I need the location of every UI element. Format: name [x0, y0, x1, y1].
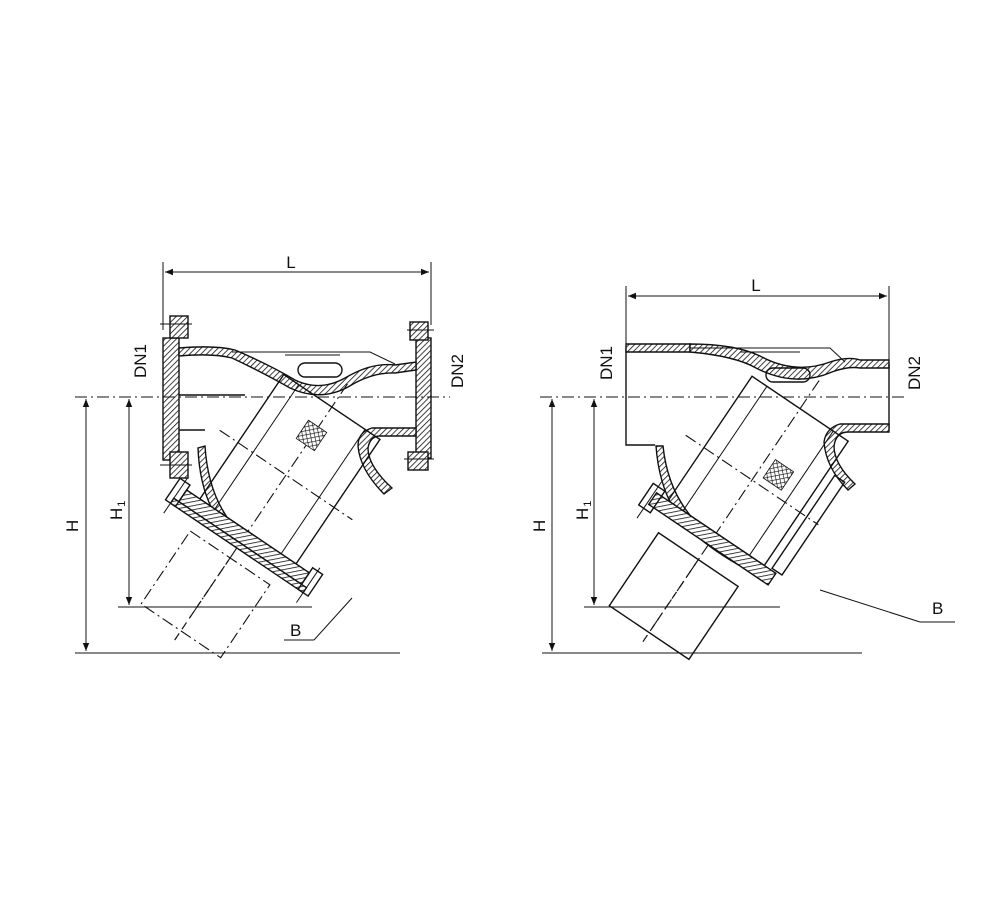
part-b-label-right: B — [932, 599, 943, 618]
height1-label-right: H1 — [573, 501, 594, 520]
part-b-callout-right: B — [819, 589, 955, 623]
height1-label: H1 — [107, 501, 128, 520]
height1-dimension-right: H1 — [573, 399, 780, 608]
part-b-callout: B — [284, 597, 353, 641]
length-label-right: L — [751, 276, 760, 295]
height-dimension: H — [63, 399, 400, 654]
outlet-label-right: DN2 — [905, 356, 924, 390]
length-label: L — [286, 253, 295, 272]
strainer-body-right — [608, 343, 890, 661]
length-dimension-right: L — [625, 276, 890, 360]
height-label: H — [63, 520, 82, 532]
outlet-label: DN2 — [448, 354, 467, 388]
inlet-label: DN1 — [131, 344, 150, 378]
flanged-strainer-view: L — [63, 253, 467, 659]
height-label-right: H — [530, 520, 549, 532]
length-dimension: L — [162, 253, 432, 330]
threaded-strainer-view: L — [530, 276, 955, 661]
inlet-label-right: DN1 — [597, 346, 616, 380]
height1-dimension: H1 — [107, 399, 312, 608]
strainer-body — [140, 315, 434, 659]
part-b-label: B — [290, 621, 301, 640]
height-dimension-right: H — [530, 399, 862, 654]
